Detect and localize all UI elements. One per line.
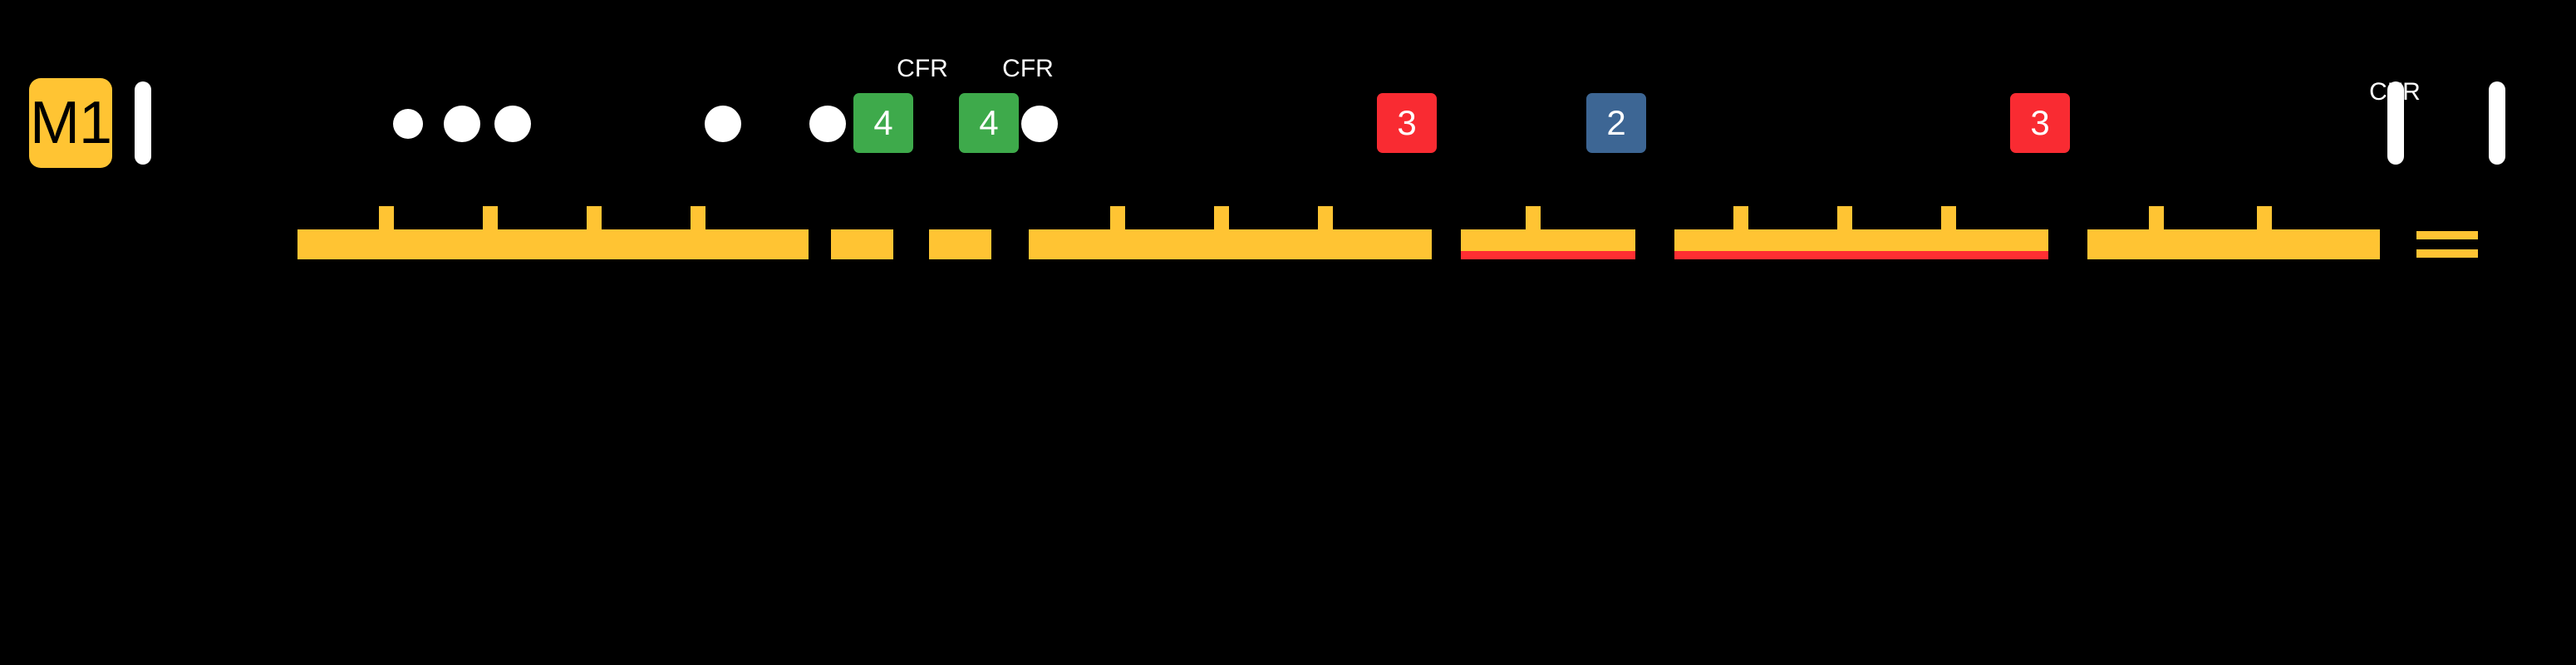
- track-tick: [2257, 206, 2272, 229]
- connection-badge-label: 3: [2030, 103, 2050, 142]
- line-badge-label: M1: [29, 90, 112, 156]
- track-tick: [587, 206, 602, 229]
- track-segment: [2087, 229, 2380, 259]
- track-tick: [1941, 206, 1956, 229]
- track-tick: [1318, 206, 1333, 229]
- station-dot[interactable]: [1021, 106, 1058, 142]
- track-segment: [929, 229, 991, 259]
- connection-badge-label: 2: [1606, 103, 1626, 142]
- station-dot[interactable]: [444, 106, 480, 142]
- track-tick: [2149, 206, 2164, 229]
- track-tick: [483, 206, 498, 229]
- station-dot[interactable]: [705, 106, 741, 142]
- track-tick: [1110, 206, 1125, 229]
- track-tick: [379, 206, 394, 229]
- track-tick: [1214, 206, 1229, 229]
- track-segment: [831, 229, 893, 259]
- track-segment-red-overlay: [1461, 251, 1635, 259]
- connection-badge[interactable]: 4: [853, 93, 913, 153]
- station-dot[interactable]: [809, 106, 846, 142]
- gap-line-upper: [2416, 231, 2478, 239]
- track-segment: [1029, 229, 1432, 259]
- connection-badge[interactable]: 4: [959, 93, 1019, 153]
- cfr-rail-label: CFR: [2369, 78, 2421, 106]
- track-tick: [1526, 206, 1541, 229]
- terminus-right-outer: [2489, 81, 2505, 165]
- connection-badge[interactable]: 3: [2010, 93, 2070, 153]
- station-dot[interactable]: [393, 109, 423, 139]
- connection-badge-label: 3: [1397, 103, 1417, 142]
- cfr-rail-label: CFR: [897, 55, 948, 82]
- terminus-right-inner: [2387, 81, 2404, 165]
- station-dot[interactable]: [494, 106, 531, 142]
- track-tick: [691, 206, 705, 229]
- track-segment-red-overlay: [1674, 251, 2048, 259]
- connection-badge-label: 4: [873, 103, 893, 142]
- connection-badge[interactable]: 3: [1377, 93, 1437, 153]
- connection-badge-label: 4: [979, 103, 999, 142]
- gap-line-lower: [2416, 249, 2478, 258]
- terminus-left: [135, 81, 151, 165]
- line-badge-m1[interactable]: M1: [29, 78, 112, 168]
- track-segment: [297, 229, 809, 259]
- connection-badge[interactable]: 2: [1586, 93, 1646, 153]
- track-tick: [1733, 206, 1748, 229]
- cfr-rail-label: CFR: [1002, 55, 1054, 82]
- track-tick: [1837, 206, 1852, 229]
